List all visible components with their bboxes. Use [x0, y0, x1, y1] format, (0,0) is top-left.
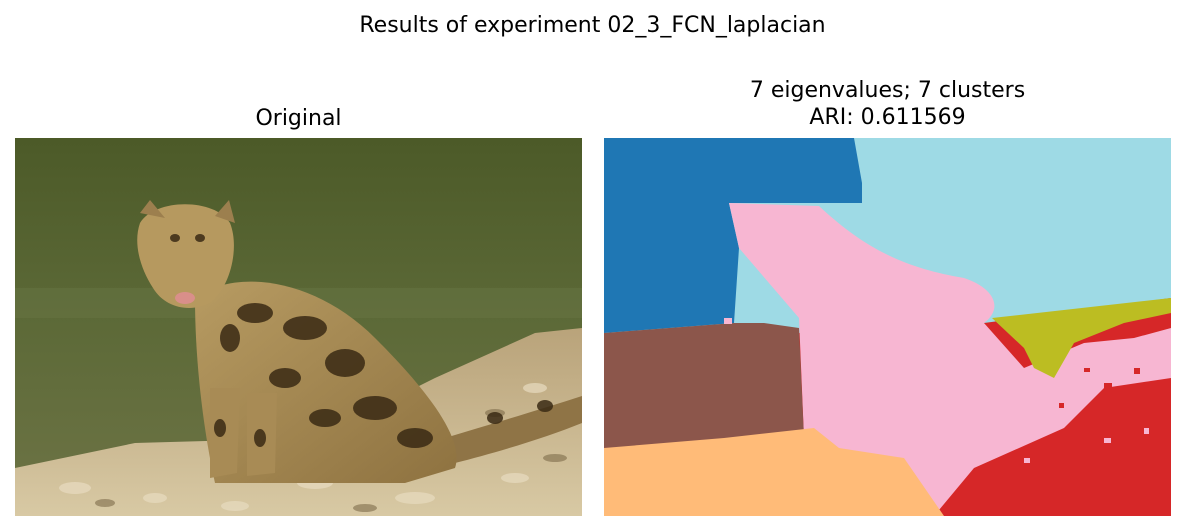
cluster-cat [729, 203, 1171, 516]
cluster-olive [992, 298, 1171, 378]
leopard-spots [170, 234, 553, 448]
cluster-noise-pink [724, 318, 1149, 463]
cluster-noise [1059, 368, 1140, 427]
leopard-head [137, 204, 234, 308]
figure-title: Results of experiment 02_3_FCN_laplacian [359, 13, 826, 38]
segmentation-panel-title: 7 eigenvalues; 7 clusters ARI: 0.611569 [604, 77, 1171, 131]
cluster-bottom-left [604, 428, 944, 516]
cluster-top-left [604, 138, 862, 333]
leopard-tail [445, 396, 582, 463]
leopard-ear-right [215, 200, 235, 223]
leopard-ear-left [140, 200, 165, 218]
cluster-left-middle [604, 323, 804, 448]
leopard-photo [15, 138, 582, 516]
leopard-mouth [175, 292, 195, 304]
segmentation-map [604, 138, 1171, 516]
segmentation-title-line1: 7 eigenvalues; 7 clusters [749, 78, 1026, 103]
original-image [15, 138, 582, 516]
leopard-foreleg-left [210, 388, 240, 478]
original-panel-title: Original [255, 106, 342, 131]
segmentation-title-line2: ARI: 0.611569 [809, 105, 966, 130]
segmentation-image [604, 138, 1171, 516]
